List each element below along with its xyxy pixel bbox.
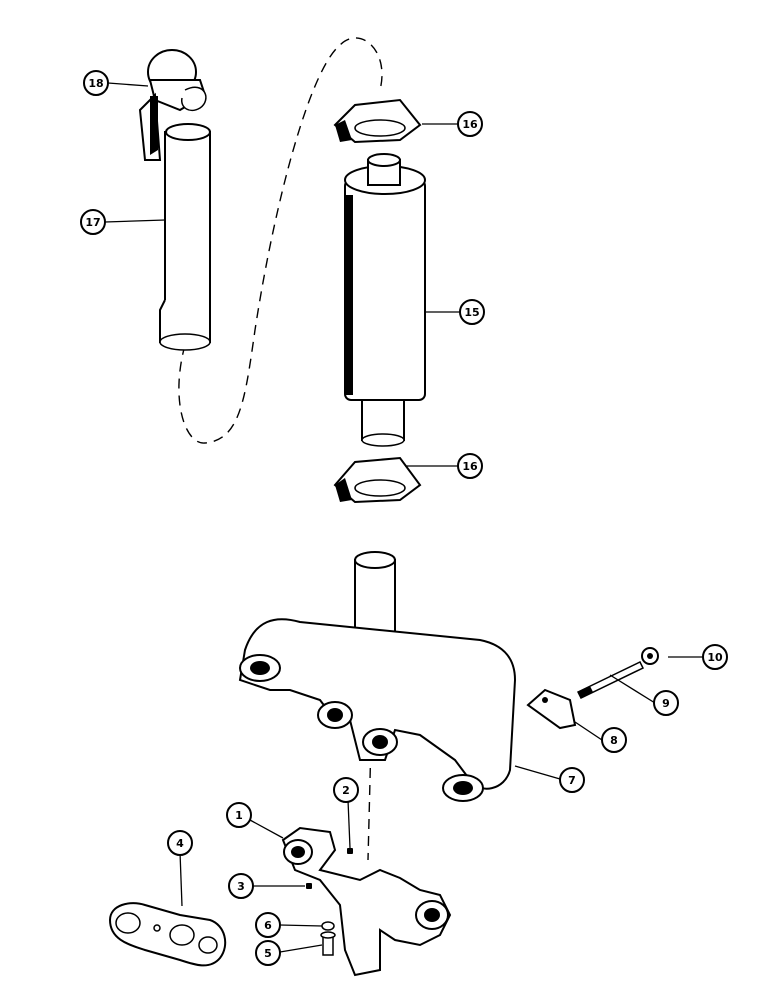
callout-18: 18 [83, 70, 109, 96]
svg-text:5: 5 [264, 947, 272, 960]
exhaust-manifold [238, 551, 517, 802]
callout-9: 9 [653, 690, 679, 716]
muffler-clamp-top [333, 98, 422, 144]
muffler-clamp-bottom [333, 456, 422, 504]
stud [576, 661, 645, 699]
svg-text:9: 9 [662, 697, 670, 710]
exhaust-elbow [281, 826, 452, 977]
pin [347, 848, 353, 854]
svg-text:8: 8 [610, 734, 618, 747]
svg-text:7: 7 [568, 774, 576, 787]
callout-5: 5 [255, 940, 281, 966]
svg-text:18: 18 [88, 77, 103, 90]
callout-16-bottom: 16 [457, 453, 483, 479]
svg-text:1: 1 [235, 809, 243, 822]
rain-cap [138, 49, 207, 161]
nut [641, 647, 659, 665]
svg-text:16: 16 [462, 460, 478, 473]
svg-text:15: 15 [464, 306, 479, 319]
callout-10: 10 [702, 644, 728, 670]
bracket [526, 688, 577, 730]
svg-text:10: 10 [707, 651, 723, 664]
callout-17: 17 [80, 209, 106, 235]
callout-16-top: 16 [457, 111, 483, 137]
svg-text:2: 2 [342, 784, 350, 797]
tailpipe [159, 123, 211, 351]
svg-text:16: 16 [462, 118, 478, 131]
plug [306, 883, 312, 889]
washer [321, 921, 335, 931]
svg-text:17: 17 [85, 216, 100, 229]
svg-text:3: 3 [237, 880, 245, 893]
gasket [108, 902, 227, 967]
callout-15: 15 [459, 299, 485, 325]
callout-2: 2 [333, 777, 359, 803]
callout-3: 3 [228, 873, 254, 899]
callout-8: 8 [601, 727, 627, 753]
svg-text:6: 6 [264, 919, 272, 932]
callout-6: 6 [255, 912, 281, 938]
callout-7: 7 [559, 767, 585, 793]
dashed-connection-line [178, 37, 383, 444]
svg-text:4: 4 [176, 837, 184, 850]
callout-4: 4 [167, 830, 193, 856]
callout-1: 1 [226, 802, 252, 828]
bolt [320, 931, 336, 956]
leader-lines [104, 82, 703, 953]
muffler [344, 153, 426, 447]
